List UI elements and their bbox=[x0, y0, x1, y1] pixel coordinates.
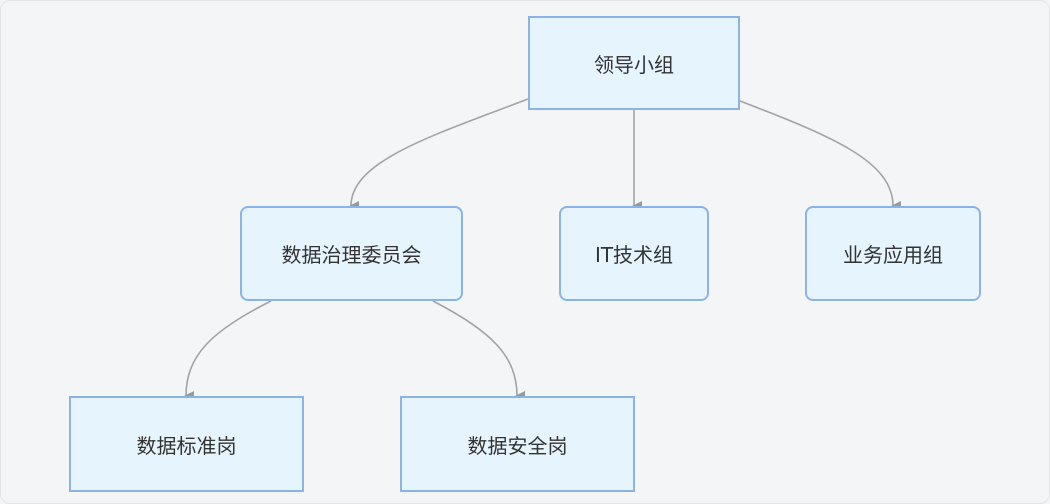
node-label: 数据安全岗 bbox=[467, 433, 568, 458]
edge-root-to-biz bbox=[739, 100, 902, 211]
node-it-tech-group: IT技术组 bbox=[559, 206, 709, 301]
node-data-security-post: 数据安全岗 bbox=[400, 396, 635, 492]
node-data-standard-post: 数据标准岗 bbox=[69, 396, 304, 492]
node-label: 领导小组 bbox=[594, 52, 674, 77]
node-label: 数据标准岗 bbox=[136, 433, 237, 458]
node-business-app-group: 业务应用组 bbox=[805, 206, 981, 301]
edge-dgc-to-sec bbox=[432, 300, 526, 401]
node-data-governance-committee: 数据治理委员会 bbox=[240, 206, 463, 301]
node-label: IT技术组 bbox=[594, 243, 674, 267]
node-label: 业务应用组 bbox=[843, 243, 943, 267]
edge-root-to-dgc bbox=[349, 98, 529, 212]
node-leadership-group: 领导小组 bbox=[528, 16, 740, 110]
edge-dgc-to-std bbox=[184, 300, 272, 402]
node-label: 数据治理委员会 bbox=[281, 243, 422, 267]
